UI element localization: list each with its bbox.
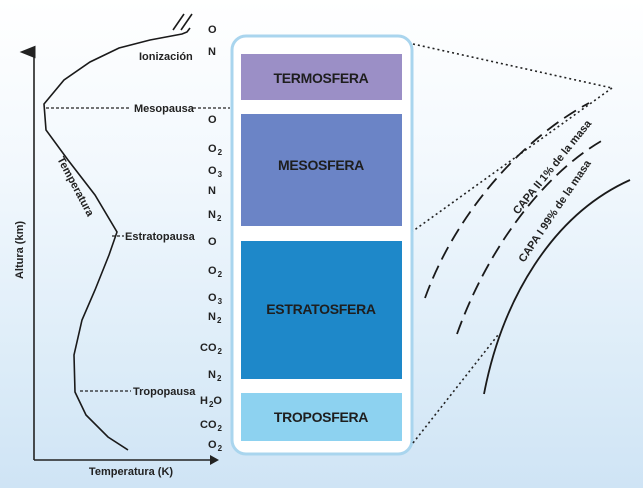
capa-i-curve xyxy=(483,179,631,395)
chemical-h2o: H2O xyxy=(200,395,222,409)
chemical-co2: CO2 xyxy=(200,419,223,433)
chemical-o: O xyxy=(208,236,217,248)
estratosfera-layer xyxy=(241,241,402,379)
x-axis-arrow xyxy=(210,455,219,465)
y-axis-label: Altura (km) xyxy=(14,221,26,279)
zoom-line-top xyxy=(412,43,613,89)
temperature-curve xyxy=(43,27,191,451)
chemical-n2: N2 xyxy=(208,311,222,325)
chemical-o3: O3 xyxy=(208,165,223,179)
chemical-o: O xyxy=(208,24,217,36)
chemical-co2: CO2 xyxy=(200,342,223,356)
capa-ii-upper-curve xyxy=(424,102,590,299)
troposfera-label: TROPOSFERA xyxy=(274,409,368,425)
x-axis-label: Temperatura (K) xyxy=(89,466,173,478)
tropopause-label: Tropopausa xyxy=(133,386,196,398)
estratosfera-label: ESTRATOSFERA xyxy=(266,301,376,317)
chemical-o2: O2 xyxy=(208,439,223,453)
troposfera-layer xyxy=(241,393,402,441)
chemical-o3: O3 xyxy=(208,292,223,306)
mesosfera-label: MESOSFERA xyxy=(278,157,364,173)
break-mark xyxy=(172,13,185,31)
mesopause-label: Mesopausa xyxy=(134,103,195,115)
chemical-n2: N2 xyxy=(208,209,222,223)
stratopause-label: Estratopausa xyxy=(125,231,196,243)
temperature-curve-label: Temperatura xyxy=(54,155,96,220)
chemical-n2: N2 xyxy=(208,369,222,383)
mesosfera-layer xyxy=(241,114,402,226)
capa-ii-lower-curve xyxy=(456,139,604,335)
termosfera-layer xyxy=(241,54,402,100)
break-mark xyxy=(180,13,193,31)
zoom-line-middle xyxy=(412,87,613,232)
chemical-n: N xyxy=(208,185,216,197)
chemical-o2: O2 xyxy=(208,265,223,279)
chemical-o2: O2 xyxy=(208,143,223,157)
ionization-label: Ionización xyxy=(139,51,193,63)
chemical-o: O xyxy=(208,114,217,126)
chemical-n: N xyxy=(208,46,216,58)
termosfera-label: TERMOSFERA xyxy=(273,70,368,86)
